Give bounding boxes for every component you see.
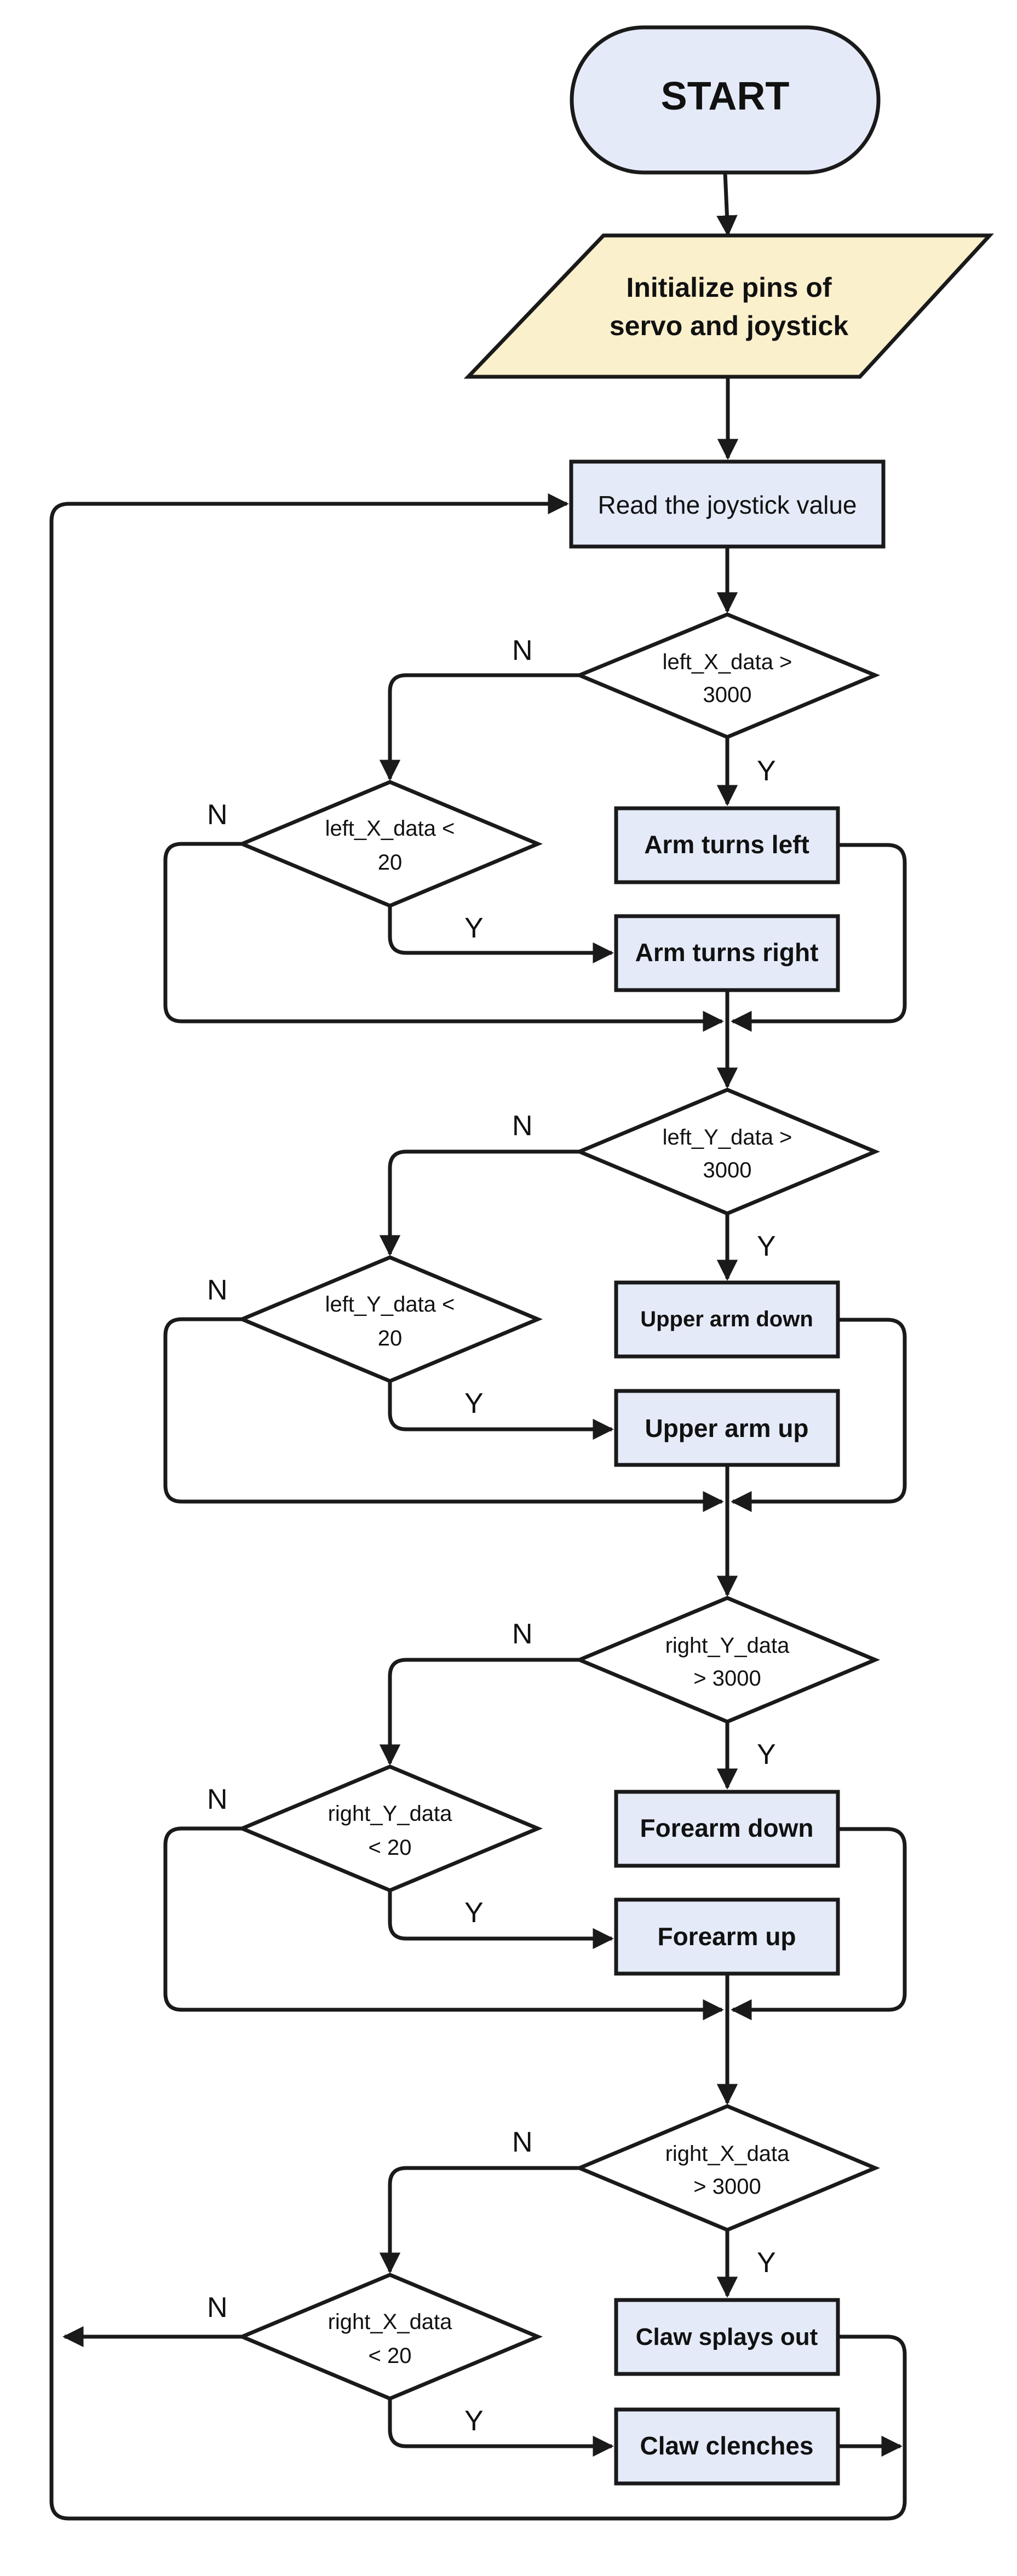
decision-left-y-lt-line2: 20 xyxy=(378,1326,403,1350)
no-label: N xyxy=(207,1274,228,1306)
edge-claw-splays-to-right-rail xyxy=(49,502,907,2521)
edge-no-to-second-decision xyxy=(379,1149,579,1256)
decision-left-x-gt-line1: left_X_data > xyxy=(663,650,792,674)
edge-left-loop-to-merge xyxy=(163,842,724,1032)
yes-label: Y xyxy=(464,1388,484,1419)
action-forearm-down-label: Forearm down xyxy=(640,1814,814,1842)
action-upper-arm-up xyxy=(614,1389,840,1467)
no-label: N xyxy=(207,2292,228,2324)
decision-right-x-gt-line2: > 3000 xyxy=(693,2175,761,2199)
edge-yes-action-to-merge xyxy=(731,1318,907,1513)
read-box xyxy=(569,459,886,549)
yes-label: Y xyxy=(464,2405,484,2437)
yes-label: Y xyxy=(757,1739,776,1770)
edge-yes-to-action-no xyxy=(388,1381,614,1440)
action-upper-arm-down xyxy=(614,1280,840,1359)
no-label: N xyxy=(512,2126,533,2158)
yes-label: Y xyxy=(757,755,776,787)
decision-right-y-lt xyxy=(237,1764,543,1893)
decision-right-x-lt-line1: right_X_data xyxy=(328,2310,453,2334)
no-label: N xyxy=(512,635,533,666)
init-label-line1: Initialize pins of xyxy=(626,272,831,303)
action-forearm-up xyxy=(614,1898,840,1976)
action-arm-turns-right-label: Arm turns right xyxy=(635,938,819,967)
decision-right-x-lt-line2: < 20 xyxy=(369,2344,412,2368)
action-claw-splays-out-label: Claw splays out xyxy=(636,2324,818,2350)
edge-start-to-init xyxy=(716,172,738,237)
decision-right-x-gt xyxy=(574,2104,881,2232)
action-forearm-down xyxy=(614,1790,840,1868)
decision-left-y-gt xyxy=(574,1088,881,1216)
yes-label: Y xyxy=(464,912,484,944)
decision-left-x-gt-line2: 3000 xyxy=(703,683,752,707)
action-forearm-up-label: Forearm up xyxy=(657,1922,796,1951)
edge-left-loop-to-merge xyxy=(163,1317,724,1513)
decision-left-x-lt xyxy=(237,780,543,908)
decision-right-y-lt-line1: right_Y_data xyxy=(328,1802,453,1826)
edge-no-to-second-decision xyxy=(379,2166,579,2274)
decision-left-y-gt-line1: left_Y_data > xyxy=(663,1125,792,1149)
no-label: N xyxy=(512,1110,533,1142)
action-claw-splays-out xyxy=(614,2298,840,2376)
edge-left-loop-to-merge xyxy=(163,1826,724,2021)
decision-left-y-gt-line2: 3000 xyxy=(703,1158,752,1182)
init-label-line2: servo and joystick xyxy=(610,311,848,341)
edge-yes-to-action-no xyxy=(388,2399,614,2457)
decision-right-y-gt-line2: > 3000 xyxy=(693,1666,761,1691)
decision-block-left-x: left_X_data > 3000 Y N Arm turns left le… xyxy=(163,547,907,1089)
action-arm-turns-right xyxy=(614,914,840,992)
decision-left-x-gt xyxy=(574,612,881,739)
no-label: N xyxy=(207,1784,228,1815)
decision-right-y-gt xyxy=(574,1596,881,1724)
decision-block-left-y: left_Y_data > 3000 Y N Upper arm down le… xyxy=(163,1088,907,1597)
decision-left-y-lt xyxy=(237,1255,543,1383)
edge-no-to-second-decision xyxy=(379,673,579,781)
yes-label: Y xyxy=(464,1897,484,1929)
no-label: N xyxy=(512,1618,533,1650)
no-label: N xyxy=(207,799,228,831)
action-upper-arm-up-label: Upper arm up xyxy=(645,1414,808,1442)
yes-label: Y xyxy=(757,1231,776,1262)
edge-yes-action-to-merge xyxy=(731,843,907,1032)
yes-label: Y xyxy=(757,2247,776,2279)
edge-yes-to-action-no xyxy=(388,1890,614,1950)
init-parallelogram xyxy=(463,233,994,379)
start-label: START xyxy=(661,74,790,118)
action-claw-clenches-label: Claw clenches xyxy=(640,2431,813,2460)
decision-left-y-lt-line1: left_Y_data < xyxy=(325,1292,455,1316)
decision-left-x-lt-line2: 20 xyxy=(378,850,403,875)
decision-block-right-x: right_X_data > 3000 Y N Claw splays out … xyxy=(207,2104,881,2486)
action-arm-turns-left-label: Arm turns left xyxy=(644,830,809,859)
decision-right-x-lt xyxy=(237,2273,543,2401)
edge-yes-action-to-merge xyxy=(731,1827,907,2021)
action-upper-arm-down-label: Upper arm down xyxy=(640,1307,813,1331)
edge-no-to-second-decision xyxy=(379,1658,579,1766)
decision-right-x-gt-line1: right_X_data xyxy=(665,2142,790,2166)
edge-yes-to-action-no xyxy=(388,906,614,964)
decision-right-y-gt-line1: right_Y_data xyxy=(665,1634,790,1658)
decision-block-right-y: right_Y_data > 3000 Y N Forearm down rig… xyxy=(163,1596,907,2105)
decision-left-x-lt-line1: left_X_data < xyxy=(325,817,455,841)
read-label: Read the joystick value xyxy=(597,491,857,519)
decision-right-y-lt-line2: < 20 xyxy=(369,1836,412,1860)
